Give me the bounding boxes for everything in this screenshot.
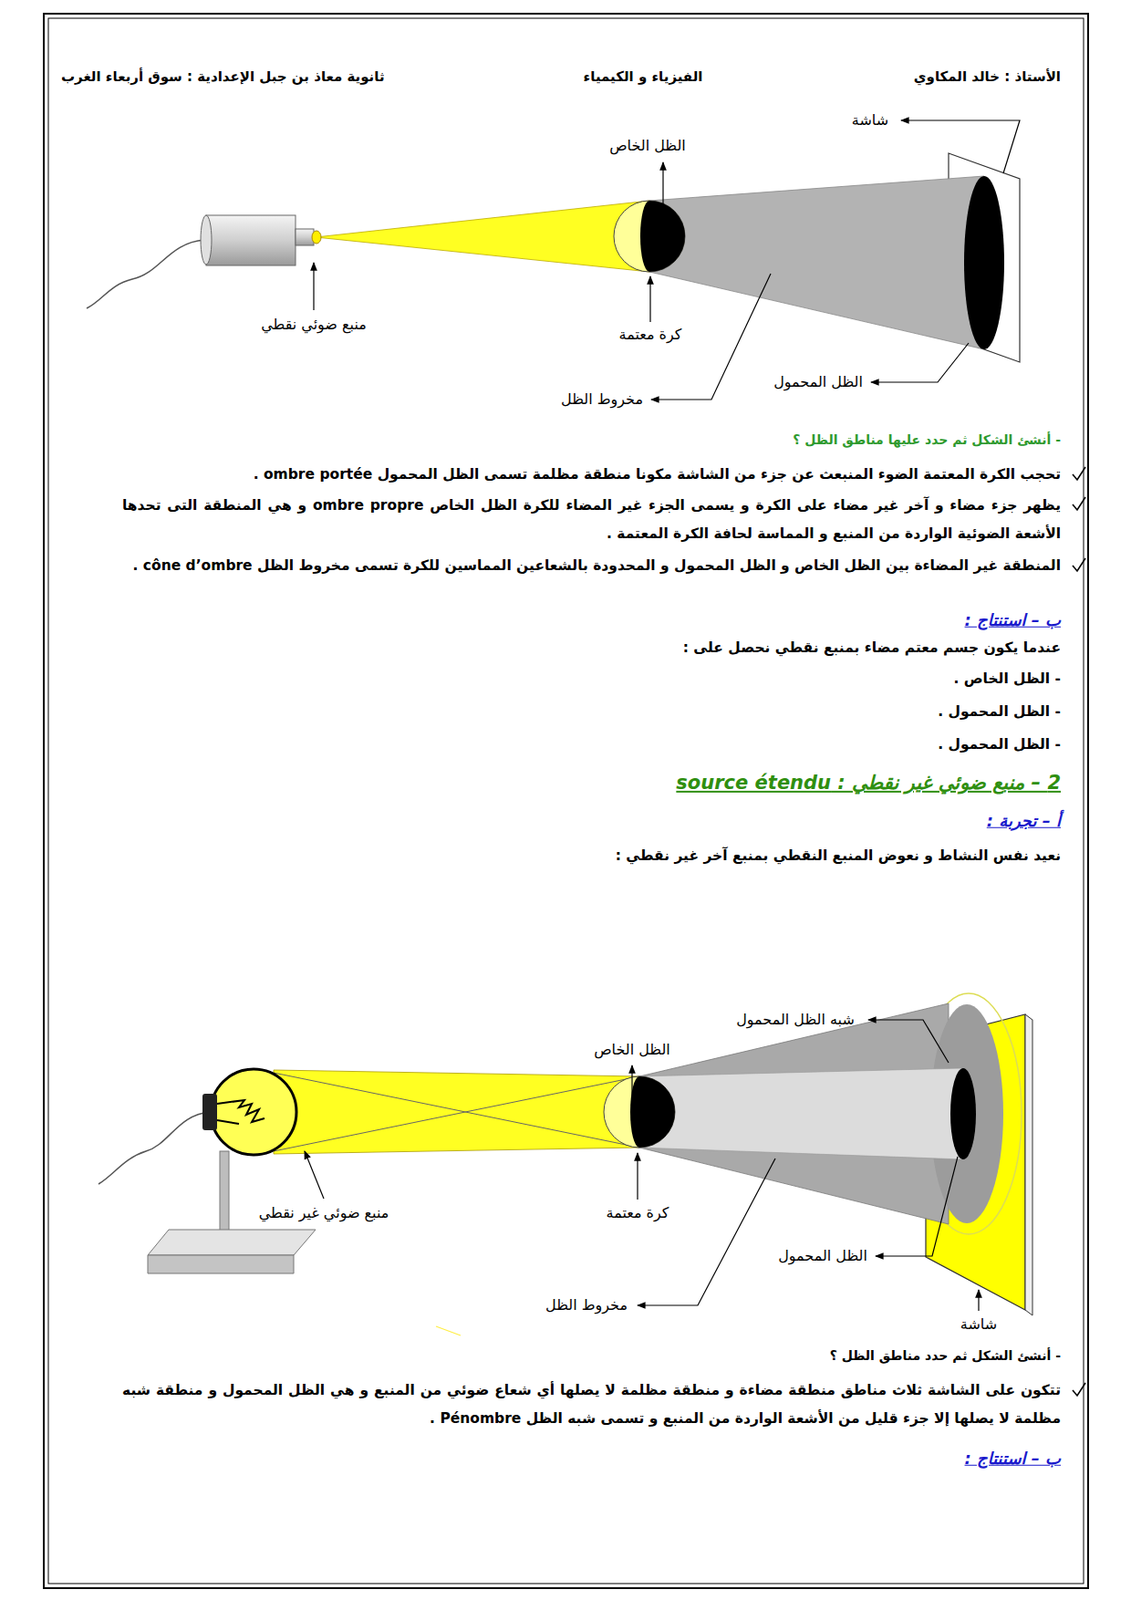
diagram-label: شاشة xyxy=(960,1315,997,1334)
stand-base-top xyxy=(147,1229,316,1256)
light-cone xyxy=(315,200,650,272)
question-text: - أنشئ الشكل ثم حدد مناطق الظل ؟ xyxy=(830,1348,1061,1365)
page-frame-inner xyxy=(48,18,1084,1584)
leader-line xyxy=(649,276,651,322)
own-shadow xyxy=(630,1076,675,1148)
light-ray xyxy=(273,1072,640,1148)
diagram-label: شبه الظل المحمول xyxy=(736,1010,855,1029)
stand-base-front xyxy=(147,1255,294,1274)
diagram-label: كرة معتمة xyxy=(619,325,683,344)
leader-line xyxy=(868,1019,949,1063)
conclusion-text: عندما يكون جسم معتم مضاء بمنبع نقطي نحصل… xyxy=(683,639,1061,657)
diagram-label: مخروط الظل xyxy=(560,390,644,409)
diagram-label: الظل الخاص xyxy=(593,1040,671,1059)
conclusion-item: - الظل المحمول . xyxy=(937,703,1061,721)
leader-line xyxy=(662,162,664,207)
check-mark xyxy=(1072,466,1086,480)
conclusion-item: - الظل المحمول . xyxy=(937,736,1061,754)
lamp-stand xyxy=(219,1151,229,1239)
power-wire xyxy=(86,239,205,309)
point-source xyxy=(311,230,322,244)
lamp-body xyxy=(206,215,296,266)
leader-line xyxy=(631,1065,633,1106)
stray-mark xyxy=(435,1326,461,1336)
extended-source-diagram xyxy=(98,993,1033,1336)
check-marks xyxy=(1072,466,1086,1396)
explanation-text: تتكون على الشاشة ثلاث مناطق منطقة مضاءة … xyxy=(122,1376,1061,1433)
diagram-label: شاشة xyxy=(851,111,889,130)
opaque-sphere xyxy=(613,200,685,272)
leader-line xyxy=(312,262,314,311)
header-text: الفيزياء و الكيمياء xyxy=(583,68,704,86)
leader-line xyxy=(637,1158,776,1306)
bulb xyxy=(210,1068,297,1155)
diagram-label: كرة معتمة xyxy=(606,1203,670,1223)
subsection-heading: ب – استنتاج : xyxy=(964,610,1061,632)
cast-shadow xyxy=(950,1068,976,1160)
light-beam xyxy=(273,1069,640,1154)
leader-line xyxy=(636,1152,638,1200)
screen-edge xyxy=(1025,1014,1033,1316)
header-text: الأستاذ : خالد المكاوي xyxy=(913,68,1061,86)
check-mark xyxy=(1072,1382,1086,1396)
leader-line xyxy=(304,1151,324,1199)
subsection-heading: أ – تجربة : xyxy=(986,810,1061,832)
lamp-nozzle xyxy=(295,228,314,246)
point-source-diagram xyxy=(86,120,1020,400)
diagram-label: منبع ضوئي غير نقطي xyxy=(259,1203,390,1223)
filament xyxy=(217,1099,265,1124)
conclusion-item: - الظل الخاص . xyxy=(953,670,1061,688)
explanation-text: تحجب الكرة المعتمة الضوء المنبعث عن جزء … xyxy=(122,460,1061,489)
own-shadow xyxy=(640,200,685,272)
leader-line xyxy=(977,1289,979,1311)
question-text: - أنشئ الشكل ثم حدد عليها مناطق الظل ؟ xyxy=(792,432,1061,449)
power-wire xyxy=(98,1111,210,1184)
explanation-text: المنطقة غير المضاءة بين الظل الخاص و الظ… xyxy=(122,551,1061,581)
diagram-label: منبع ضوئي نقطي xyxy=(260,315,367,334)
leader-line xyxy=(871,342,969,383)
leader-line xyxy=(875,1156,958,1256)
opaque-sphere xyxy=(603,1076,675,1148)
section-heading: 2 – منبع ضوئي غير نقطي : source étendu xyxy=(675,770,1061,795)
diagram-label: الظل المحمول xyxy=(778,1246,868,1266)
header-text: ثانوية معاذ بن جبل الإعدادية : سوق أربعا… xyxy=(61,68,385,86)
shadow-cone xyxy=(649,176,985,350)
lamp-cap xyxy=(200,215,212,265)
page-frame xyxy=(43,13,1089,1588)
diagram-label: الظل المحمول xyxy=(773,373,863,392)
diagram-label: الظل الخاص xyxy=(609,136,686,156)
check-mark xyxy=(1072,558,1086,571)
light-ray xyxy=(273,1076,640,1152)
experiment-text: نعيد نفس النشاط و نعوض المنبع النقطي بمن… xyxy=(615,847,1061,865)
subsection-heading: ب – استنتاج : xyxy=(964,1448,1061,1470)
check-mark xyxy=(1072,497,1086,510)
umbra-cone xyxy=(639,1068,964,1160)
explanation-text: يظهر جزء مضاء و آخر غير مضاء على الكرة و… xyxy=(122,491,1061,549)
cast-shadow xyxy=(964,176,1005,350)
bulb-socket xyxy=(202,1093,218,1131)
diagram-label: مخروط الظل xyxy=(545,1296,628,1315)
leader-line xyxy=(901,120,1020,174)
